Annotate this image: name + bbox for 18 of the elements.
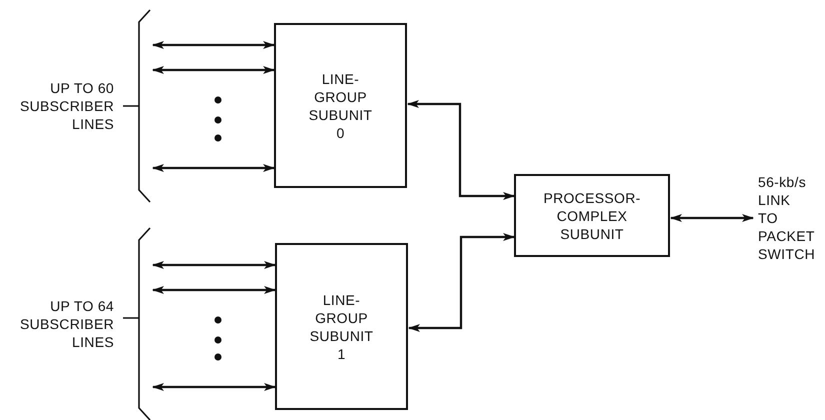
arrow — [407, 100, 515, 200]
subunit-box — [275, 243, 408, 410]
arrow — [670, 214, 754, 222]
arrow — [152, 66, 275, 74]
subunit-box — [514, 174, 670, 257]
line-count-label: UP TO 64 SUBSCRIBER LINES — [18, 297, 114, 351]
subunit-name: LINE- GROUP SUBUNIT 0 — [308, 70, 374, 142]
arrow — [152, 261, 276, 269]
arrow — [408, 233, 515, 332]
arrow — [152, 286, 276, 294]
arrow — [152, 41, 275, 49]
arrow — [152, 164, 275, 172]
subunit-name: PROCESSOR- COMPLEX SUBUNIT — [542, 188, 642, 242]
link-label: 56-kb/s LINK TO PACKET SWITCH — [758, 173, 816, 263]
line-count-label: UP TO 60 SUBSCRIBER LINES — [18, 79, 114, 133]
arrow — [152, 383, 276, 391]
subunit-box — [274, 23, 407, 188]
subunit-name: LINE- GROUP SUBUNIT 1 — [308, 290, 374, 362]
